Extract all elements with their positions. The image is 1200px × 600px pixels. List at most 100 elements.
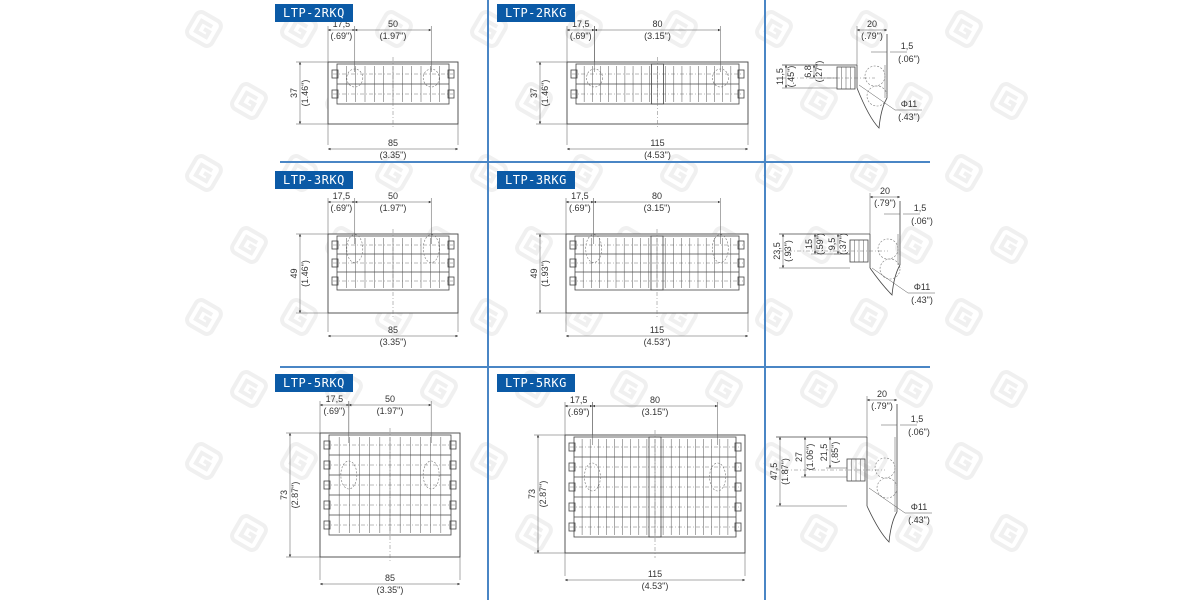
chain-pin [737, 69, 745, 79]
dimension-text: 1,5 [901, 41, 914, 51]
hole-circle [874, 457, 896, 479]
column-divider-2 [764, 0, 766, 600]
mounting-hole [340, 460, 358, 490]
dimension-text: 50 [388, 191, 398, 201]
column-divider-1 [487, 0, 489, 600]
dimension-text: (3.15") [642, 407, 669, 417]
watermark-logo [420, 370, 458, 408]
watermark-logo [565, 154, 603, 192]
watermark-logo [850, 298, 888, 336]
dimension-text: 23,5 [772, 242, 782, 260]
chain-pin [734, 502, 742, 512]
watermark-logo [610, 370, 648, 408]
dimension-text: 6,8 [803, 65, 813, 78]
watermark-logo [895, 514, 933, 552]
watermark-logo [755, 298, 793, 336]
dimension-text: (1.46") [300, 80, 310, 107]
dimension-text: 20 [877, 389, 887, 399]
chain-pin [447, 276, 455, 286]
dimension-text: (.06") [911, 216, 933, 226]
chain-pin [737, 89, 745, 99]
chain-pin [734, 442, 742, 452]
dimension-text: (.37") [838, 233, 848, 255]
dimension-text: 21,5 [819, 444, 829, 462]
chain-pin [449, 520, 457, 530]
dimension-text: (.93") [783, 240, 793, 262]
dimension-text: (1.97") [380, 203, 407, 213]
watermark-logo [945, 154, 983, 192]
watermark-logo [280, 442, 318, 480]
watermark-logo [660, 10, 698, 48]
dimension-text: 47,5 [769, 463, 779, 481]
chain-pin [570, 89, 578, 99]
dimension-text: (1.97") [377, 406, 404, 416]
watermark-logo [185, 154, 223, 192]
chain-pin [323, 440, 331, 450]
chain-pin [449, 440, 457, 450]
dimension-text: 9,5 [827, 238, 837, 251]
watermark-logo [280, 298, 318, 336]
dimension-text: (.59") [815, 233, 825, 255]
chain-pin [447, 240, 455, 250]
dimension-text: 20 [880, 186, 890, 196]
dimension-text: (.69") [570, 31, 592, 41]
chain-pin [323, 480, 331, 490]
dimension-text: Φ11 [901, 99, 918, 109]
dimension-text: (3.15") [644, 31, 671, 41]
watermark-logo [375, 10, 413, 48]
mounting-hole [709, 462, 726, 492]
dimension-text: (4.53") [644, 150, 671, 160]
watermark-logo [945, 298, 983, 336]
dimension-text: (3.15") [644, 203, 671, 213]
dimension-text: 49 [529, 268, 539, 278]
chain-pin [449, 460, 457, 470]
dimension-text: 49 [289, 268, 299, 278]
dimension-text: 115 [650, 138, 664, 148]
scraper-blade [866, 505, 898, 543]
watermark-logo [470, 298, 508, 336]
dimension-text: (4.53") [644, 337, 671, 347]
row-divider-1 [280, 161, 930, 163]
chain-pin [447, 258, 455, 268]
watermark-logo [990, 370, 1028, 408]
drawing-line [858, 84, 896, 111]
hole-circle [864, 65, 886, 87]
watermark-logo [755, 10, 793, 48]
watermark-logo [990, 514, 1028, 552]
dimension-text: 11,5 [775, 68, 785, 85]
mounting-hole [712, 234, 729, 263]
chain-pin [734, 482, 742, 492]
watermark-logo [515, 226, 553, 264]
chain-pin [569, 240, 577, 250]
watermark-logo [230, 514, 268, 552]
watermark-logo [850, 10, 888, 48]
chain-pin [331, 258, 339, 268]
chain-pin [734, 462, 742, 472]
drawings: 17,5(.69")50(1.97")85(3.35")37(1.46")17,… [279, 19, 935, 595]
watermark-logo [470, 442, 508, 480]
dimension-text: (.69") [569, 203, 591, 213]
hole-circle [879, 258, 901, 280]
chain-pin [449, 480, 457, 490]
dimension-text: 17,5 [571, 191, 589, 201]
dimension-text: Φ11 [914, 282, 931, 292]
dimension-text: (.79") [871, 401, 893, 411]
watermark-logo [660, 154, 698, 192]
model-label-ltp-5rkg: LTP-5RKG [497, 374, 575, 392]
dimension-text: 27 [794, 452, 804, 462]
dimension-text: 37 [529, 88, 539, 98]
dimension-text: (.79") [874, 198, 896, 208]
model-label-ltp-2rkg: LTP-2RKG [497, 4, 575, 22]
dimension-text: (3.35") [377, 585, 404, 595]
chain-pin [737, 240, 745, 250]
dimension-text: 1,5 [914, 203, 927, 213]
watermark-logo [515, 514, 553, 552]
scraper-blade [856, 87, 888, 129]
watermark-logo [185, 442, 223, 480]
scraper-blade [869, 264, 901, 296]
chain-pin [568, 502, 576, 512]
dimension-text: 17,5 [326, 394, 344, 404]
chain-pin [737, 258, 745, 268]
model-label-ltp-3rkq: LTP-3RKQ [275, 171, 353, 189]
